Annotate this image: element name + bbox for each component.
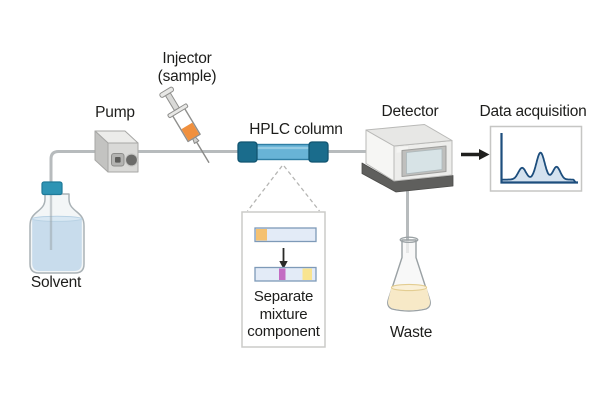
hplc-column-label: HPLC column bbox=[249, 121, 343, 138]
column-cap-left bbox=[237, 141, 258, 163]
chromatogram-line bbox=[501, 151, 579, 184]
pump-label: Pump bbox=[95, 104, 135, 121]
magnifier-dashed-lines bbox=[246, 165, 321, 212]
injector-label: Injector (sample) bbox=[157, 50, 217, 85]
inset-arrow-head bbox=[279, 261, 288, 269]
syringe-thumb-rest bbox=[159, 86, 175, 98]
syringe-sample bbox=[181, 122, 200, 141]
separation-inset bbox=[241, 211, 326, 348]
chromatogram-axis bbox=[500, 133, 578, 184]
pump-unit bbox=[94, 130, 139, 173]
waste-label: Waste bbox=[389, 324, 433, 341]
column-body bbox=[251, 143, 315, 161]
flow-arrow bbox=[461, 149, 490, 160]
waste-liquid-surface bbox=[390, 283, 428, 292]
detector-unit bbox=[361, 124, 454, 193]
detector-top-face bbox=[365, 124, 453, 147]
main-tube bbox=[49, 150, 368, 185]
syringe-plunger-rod bbox=[164, 92, 180, 112]
hplc-column bbox=[237, 141, 329, 163]
separated-band-yellow bbox=[302, 268, 312, 280]
syringe bbox=[159, 86, 210, 164]
waste-flask bbox=[387, 236, 431, 312]
column-cap-right bbox=[308, 141, 329, 163]
separated-band-magenta bbox=[279, 268, 286, 280]
chromatogram-fill bbox=[501, 152, 578, 183]
solvent-label: Solvent bbox=[30, 274, 82, 291]
solvent-bottle bbox=[29, 181, 85, 274]
waste-liquid bbox=[388, 287, 430, 311]
separate-mixture-label: Separate mixture component bbox=[247, 288, 320, 340]
pump-knob bbox=[124, 153, 139, 167]
pump-button-center bbox=[115, 157, 121, 163]
syringe-needle bbox=[196, 141, 210, 164]
detector-screen bbox=[406, 148, 443, 175]
mixture-strip bbox=[254, 227, 317, 243]
data-acquisition-label: Data acquisition bbox=[479, 103, 587, 120]
flask-rim bbox=[399, 236, 419, 244]
mixture-band-orange bbox=[256, 229, 267, 241]
solvent-liquid bbox=[32, 218, 82, 271]
data-acquisition-panel bbox=[489, 125, 583, 192]
detector-label: Detector bbox=[381, 103, 439, 120]
solvent-surface bbox=[31, 215, 83, 222]
bottle-cap bbox=[41, 181, 63, 196]
